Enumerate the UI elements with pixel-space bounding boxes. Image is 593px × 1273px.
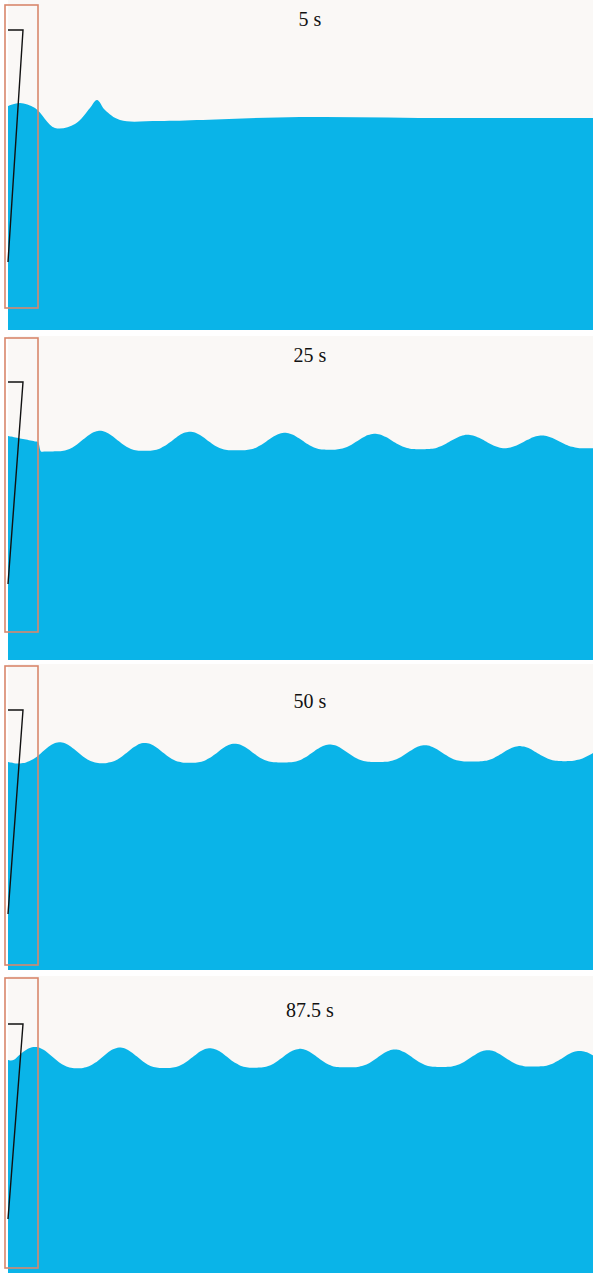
tank-panel: [5, 336, 593, 660]
wave-flap: [8, 710, 23, 914]
water-body: [8, 742, 593, 970]
air-region: [8, 0, 593, 330]
wave-flap: [8, 382, 23, 584]
wave-flap: [8, 30, 23, 262]
air-region: [8, 336, 593, 660]
time-label: 5 s: [299, 9, 322, 29]
water-body: [8, 1047, 593, 1273]
paddle-zone: [5, 978, 38, 1268]
time-label: 87.5 s: [286, 1000, 334, 1020]
paddle-zone: [5, 666, 38, 965]
tank-panel: [5, 976, 593, 1273]
tank-panel: [5, 0, 593, 330]
tank-panel: [5, 664, 593, 970]
paddle-zone: [5, 5, 38, 308]
water-body: [8, 100, 593, 330]
water-body: [8, 431, 593, 660]
wave-flap: [8, 1024, 23, 1219]
time-label: 25 s: [294, 345, 327, 365]
air-region: [8, 664, 593, 970]
air-region: [8, 976, 593, 1273]
paddle-zone: [5, 338, 38, 632]
time-label: 50 s: [294, 691, 327, 711]
